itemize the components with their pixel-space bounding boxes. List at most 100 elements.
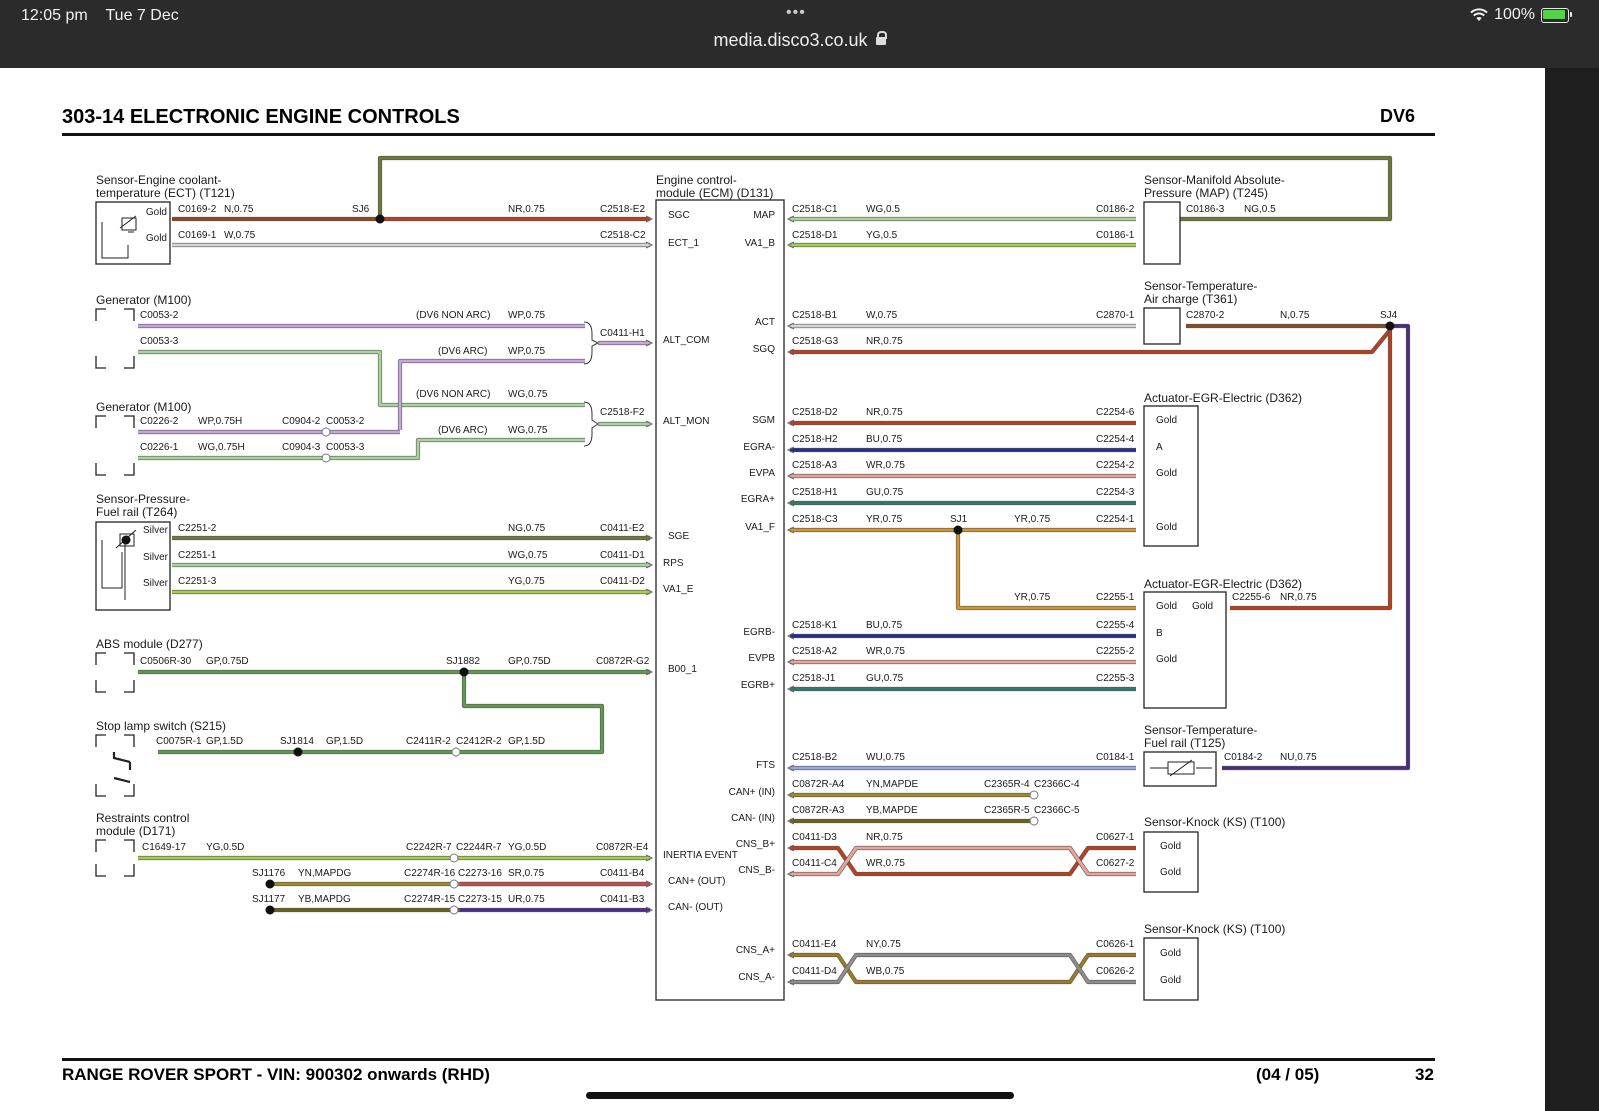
lbl-rcm1-c2: C2242R-7 [406, 842, 452, 853]
wire-sj4-egrb-outline [1230, 326, 1393, 611]
more-dots-icon[interactable]: ••• [786, 4, 806, 21]
ecm-right-terminal-13 [786, 791, 795, 799]
ecm-pin-va1-b: VA1_B [745, 238, 776, 249]
lbl-map2-c: C2518-D1 [792, 230, 838, 241]
ecm-pin-alt-mon: ALT_MON [663, 416, 710, 427]
lbl-abs-c: C0506R-30 [140, 656, 192, 667]
lbl-g2b-w2: WG,0.75 [508, 425, 548, 436]
ecm-right-terminal-8 [786, 526, 795, 534]
lbl-eb3-c2: C2255-3 [1096, 673, 1135, 684]
egrb-pin-gold-3: Gold [1156, 654, 1177, 665]
ect-label-line1: Sensor-Engine coolant- [96, 173, 221, 187]
lbl-canp-c3: C2366C-4 [1034, 779, 1080, 790]
wire-abs-to-stop [460, 672, 604, 754]
ecm-pin-map: MAP [753, 210, 775, 221]
lbl-ksb1-c2: C0627-1 [1096, 832, 1135, 843]
ecm-right-terminal-18 [786, 978, 795, 986]
lbl-fp3-c2: C0411-D2 [600, 576, 645, 587]
ecm-box [655, 199, 785, 1001]
lbl-rcm2-w: YN,MAPDG [298, 868, 352, 879]
footer-page-range: (04 / 05) [1256, 1065, 1320, 1084]
lbl-ect1-w: N,0.75 [224, 204, 254, 215]
lbl-stop-w2: GP,1.5D [326, 736, 363, 747]
ecm-right-terminal-11 [786, 685, 795, 693]
egrb-pin-gold-2: Gold [1192, 601, 1213, 612]
fts-label-line1: Sensor-Temperature- [1144, 723, 1257, 737]
lbl-eb3-w: GU,0.75 [866, 673, 904, 684]
ecm-left-terminal-3 [645, 420, 654, 428]
ecm-pin-sge: SGE [668, 531, 689, 542]
lbl-fp1-c2: C0411-E2 [600, 523, 645, 534]
lbl-stop-w: GP,1.5D [206, 736, 243, 747]
wire-ksa1 [790, 953, 1136, 984]
fuelp-pin-silver-3: Silver [143, 578, 169, 589]
lbl-ect2-w: W,0.75 [224, 230, 256, 241]
lbl-rcm2-c3: C0411-B4 [600, 868, 645, 879]
wire-ksb2 [790, 846, 1136, 876]
ecm-left-terminal-4 [645, 534, 654, 542]
gen2-connector [95, 415, 135, 476]
wifi-icon [1470, 8, 1488, 21]
lbl-sj6: SJ6 [352, 204, 370, 215]
ect-pin-gold-2: Gold [146, 233, 167, 244]
lbl-ea5-w2: YR,0.75 [1014, 514, 1051, 525]
egra-pin-a: A [1156, 442, 1163, 453]
abs-connector [95, 652, 135, 693]
ecm-pin-act: ACT [755, 317, 775, 328]
lbl-g2b-c: C0226-1 [140, 442, 179, 453]
lbl-ksb1-c: C0411-D3 [792, 832, 837, 843]
gen1-brace [583, 321, 600, 365]
home-indicator[interactable] [586, 1092, 1014, 1099]
lbl-ea5-c2: C2254-1 [1096, 514, 1135, 525]
lbl-rcm1-c: C1649-17 [142, 842, 186, 853]
ks1-pin-gold-2: Gold [1160, 867, 1181, 878]
fuelp-element-icon [119, 533, 135, 547]
lbl-ea2-w: BU,0.75 [866, 434, 903, 445]
ecm-right-terminal-12 [786, 764, 795, 772]
lbl-g1b-w: WP,0.75 [508, 346, 545, 357]
lbl-g2a-c3: C0053-2 [326, 416, 365, 427]
ks2-pin-gold-1: Gold [1160, 948, 1181, 959]
lbl-g2a-w: WP,0.75H [198, 416, 242, 427]
ks2-sensor-box [1143, 937, 1199, 1001]
egrb-label: Actuator-EGR-Electric (D362) [1144, 577, 1302, 591]
map-label-line2: Pressure (MAP) (T245) [1144, 186, 1268, 200]
lbl-act-c: C2518-B1 [792, 310, 837, 321]
ecm-right-terminal-9 [786, 632, 795, 640]
lbl-rcm2-w2: SR,0.75 [508, 868, 545, 879]
lbl-eb1-w: BU,0.75 [866, 620, 903, 631]
lbl-act-c3: C2870-2 [1186, 310, 1225, 321]
ecm-left-terminal-1 [645, 241, 654, 249]
lbl-g2a-arc: (DV6 NON ARC) [416, 389, 490, 400]
lbl-abs-w2: GP,0.75D [508, 656, 551, 667]
lbl-rcm1-c3: C2244R-7 [456, 842, 502, 853]
lbl-sj1177: SJ1177 [252, 894, 286, 905]
ecm-pin-sgq: SGQ [753, 344, 775, 355]
ks2-pin-gold-2: Gold [1160, 975, 1181, 986]
ecm-left-terminal-2 [645, 339, 654, 347]
ecm-pin-fts: FTS [756, 760, 775, 771]
lbl-map1-w2: NG,0.5 [1244, 204, 1276, 215]
lbl-eb2-c2: C2255-2 [1096, 646, 1135, 657]
ecm-right-terminal-5 [786, 446, 795, 454]
wire-ksa2 [790, 953, 1136, 984]
lbl-fts-c2: C0184-1 [1096, 752, 1135, 763]
lbl-rcm1-c4: C0872R-E4 [596, 842, 649, 853]
ios-status-bar: 12:05 pm Tue 7 Dec ••• media.disco3.co.u… [0, 0, 1599, 68]
footer-rule [62, 1058, 1435, 1061]
ecm-left-terminal-6 [645, 588, 654, 596]
lbl-g2a-c2: C0904-2 [282, 416, 321, 427]
ecm-left-terminal-7 [645, 668, 654, 676]
lbl-sj4: SJ4 [1380, 310, 1398, 321]
wire-top-loop [378, 156, 1392, 221]
lbl-sgq-c: C2518-G3 [792, 336, 839, 347]
lbl-ea4-w: GU,0.75 [866, 487, 904, 498]
ecm-pin-rps: RPS [663, 558, 684, 569]
lbl-ea5-w: YR,0.75 [866, 514, 903, 525]
ecm-left-terminal-9 [645, 880, 654, 888]
wire-g2b [138, 438, 585, 460]
ks1-pin-gold-1: Gold [1160, 841, 1181, 852]
lbl-canp-w: YN,MAPDE [866, 779, 919, 790]
address-bar[interactable]: media.disco3.co.uk [0, 30, 1599, 51]
lbl-g2b-w: WG,0.75H [198, 442, 245, 453]
